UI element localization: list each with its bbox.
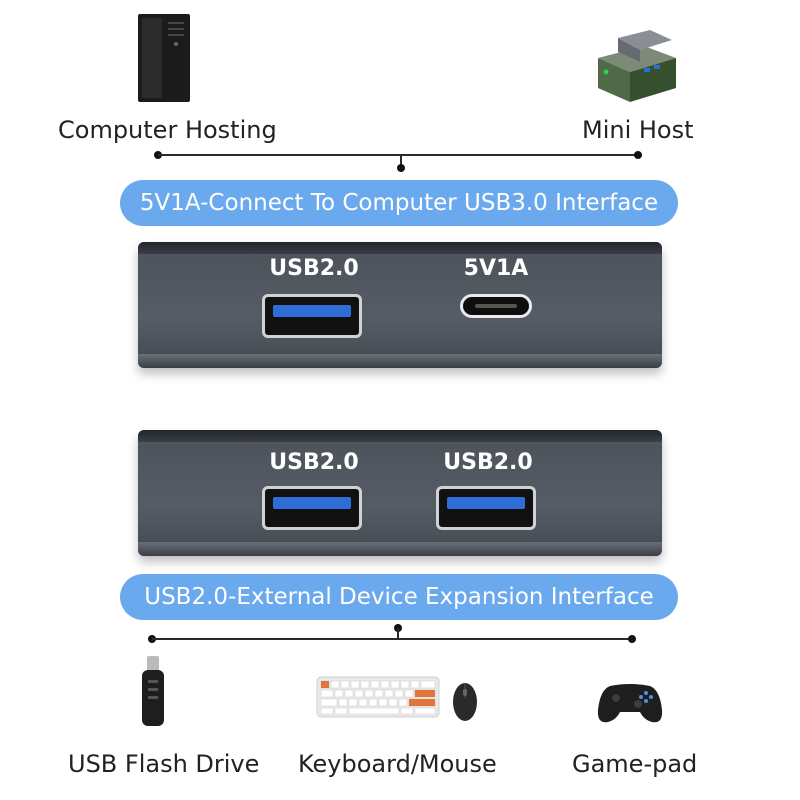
mini-pc-icon xyxy=(588,28,680,108)
gamepad-label: Game-pad xyxy=(572,750,698,778)
usb-flash-drive-icon xyxy=(138,654,168,728)
keyboard-mouse-label: Keyboard/Mouse xyxy=(298,750,497,778)
bottom-connector-drop xyxy=(397,628,399,640)
hub-lower-port2-label: USB2.0 xyxy=(443,450,533,475)
mini-host-label: Mini Host xyxy=(582,116,694,144)
bottom-connector-line xyxy=(152,638,632,640)
mouse-icon xyxy=(452,682,478,722)
usb-flash-drive-label: USB Flash Drive xyxy=(68,750,260,778)
top-banner: 5V1A-Connect To Computer USB3.0 Interfac… xyxy=(120,180,678,226)
hub-lower-port1-label: USB2.0 xyxy=(269,450,359,475)
hub-upper: USB2.0 5V1A xyxy=(138,242,662,368)
connector-dot-right xyxy=(634,151,642,159)
gamepad-icon xyxy=(596,680,664,726)
bottom-banner: USB2.0-External Device Expansion Interfa… xyxy=(120,574,678,620)
hub-lower: USB2.0 USB2.0 xyxy=(138,430,662,556)
usb-a-port xyxy=(262,294,362,338)
usb-c-port xyxy=(460,294,532,318)
connector-dot-right xyxy=(628,635,636,643)
hub-lower-bottom-edge xyxy=(138,542,662,556)
tower-pc-icon xyxy=(136,12,192,104)
hub-lower-top-edge xyxy=(138,430,662,442)
hub-upper-port1-label: USB2.0 xyxy=(269,256,359,281)
computer-hosting-label: Computer Hosting xyxy=(58,116,277,144)
usb-a-port xyxy=(436,486,536,530)
top-connector-drop xyxy=(400,154,402,168)
hub-upper-top-edge xyxy=(138,242,662,254)
hub-upper-port2-label: 5V1A xyxy=(463,256,529,281)
top-connector-line xyxy=(158,154,638,156)
keyboard-icon xyxy=(316,676,440,718)
connector-dot-center xyxy=(397,164,405,172)
hub-upper-bottom-edge xyxy=(138,354,662,368)
usb-a-port xyxy=(262,486,362,530)
